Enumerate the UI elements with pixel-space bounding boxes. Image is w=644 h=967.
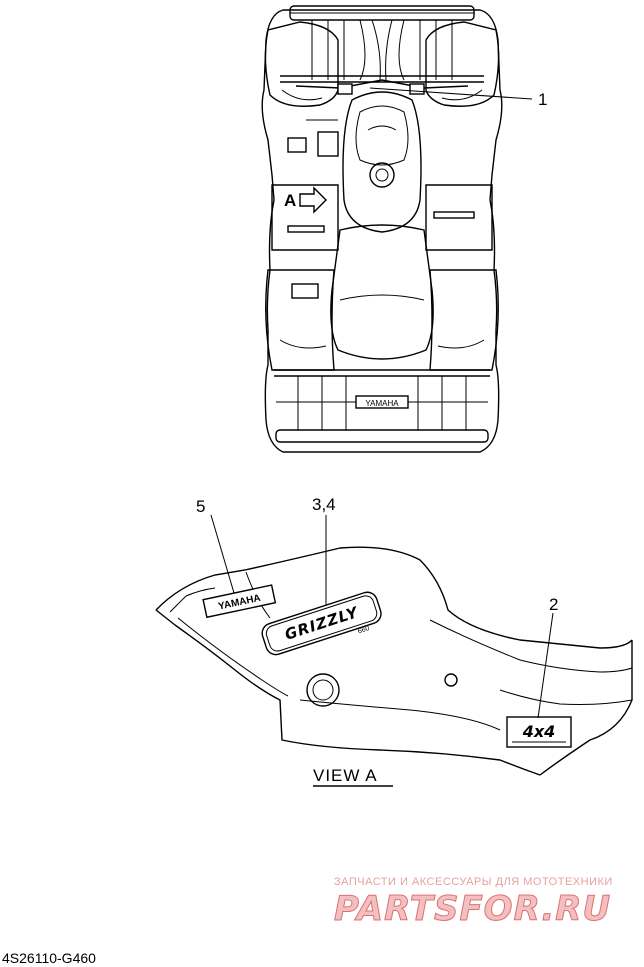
fuel-tank xyxy=(342,91,422,233)
view-a-title: VIEW A xyxy=(313,766,378,785)
seat xyxy=(330,224,434,360)
badge-4x4: 4x4 xyxy=(506,716,572,748)
atv-top-view: YAMAHA A 1 xyxy=(261,5,547,453)
atv-body-outline xyxy=(261,9,503,453)
callout-3-4: 3,4 xyxy=(312,495,336,514)
watermark-logo: PARTSFOR.RU xyxy=(334,889,611,929)
left-footrest xyxy=(271,184,339,251)
leader-line-1 xyxy=(369,87,533,100)
callout-5: 5 xyxy=(196,497,205,516)
front-left-fender xyxy=(264,21,339,107)
front-right-fender xyxy=(425,21,500,107)
leader-line-5 xyxy=(210,514,235,594)
side-round-port xyxy=(306,673,340,707)
callout-2: 2 xyxy=(549,595,558,614)
right-footrest xyxy=(425,184,493,251)
rear-rack: YAMAHA xyxy=(274,369,490,443)
badge-4x4-text: 4x4 xyxy=(522,722,556,741)
front-rack xyxy=(280,5,484,83)
rear-right-fender xyxy=(429,269,499,371)
side-body-outline xyxy=(155,546,633,776)
rack-badge-text: YAMAHA xyxy=(365,399,399,408)
grizzly-emblem-sub: 660 xyxy=(357,625,370,635)
handlebar xyxy=(295,79,469,89)
part-code: 4S26110-G460 xyxy=(2,950,96,966)
arrow-label-a: A xyxy=(284,191,296,210)
grizzly-emblem: GRIZZLY 660 xyxy=(261,591,382,656)
yamaha-label-decal: YAMAHA xyxy=(202,584,277,619)
leader-line-2 xyxy=(537,612,554,719)
watermark-tagline: ЗАПЧАСТИ И АКСЕССУАРЫ ДЛЯ МОТОТЕХНИКИ xyxy=(334,876,613,888)
rack-badge xyxy=(355,395,409,409)
watermark: ЗАПЧАСТИ И АКСЕССУАРЫ ДЛЯ МОТОТЕХНИКИ PA… xyxy=(334,876,613,930)
view-a-arrow: A xyxy=(284,186,327,214)
side-screw xyxy=(444,673,458,687)
callout-1: 1 xyxy=(538,90,547,109)
view-a-side-view: YAMAHA GRIZZLY 660 4x4 5 3,4 2 VIEW A xyxy=(155,495,633,787)
